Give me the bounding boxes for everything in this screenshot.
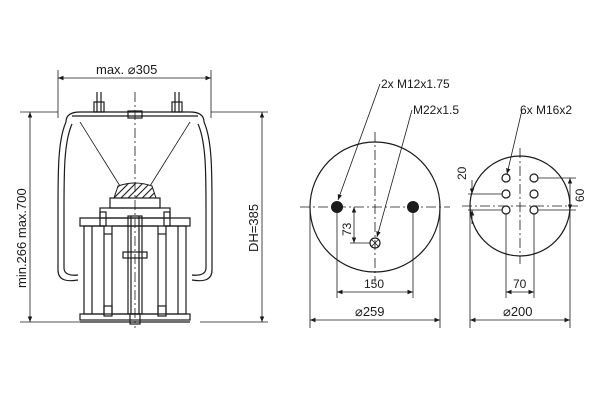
- offset-dimension: 73: [340, 207, 370, 244]
- height-range-label: min.266 max.700: [14, 188, 29, 288]
- spacing-label: 150: [364, 277, 384, 291]
- design-height-label: DH=385: [246, 204, 261, 252]
- top-mounting-plate: [65, 92, 205, 123]
- vertical-spacing-dimension: 20: [455, 166, 502, 224]
- offset-label: 73: [340, 222, 354, 236]
- bottom-plate-view: 6x M16x2 20 60 70 ⌀200: [455, 103, 587, 328]
- height-dimension: 60: [538, 177, 587, 211]
- center-thread-label: M22x1.5: [413, 103, 459, 117]
- bottom-plate-diameter-dimension: ⌀200: [469, 206, 571, 328]
- max-diameter-label: max. ⌀305: [96, 62, 157, 77]
- top-plate-diameter-dimension: ⌀259: [309, 207, 441, 328]
- width-label: 70: [513, 277, 527, 291]
- m12-hole-right: [407, 201, 419, 213]
- width-dimension: 70: [505, 214, 535, 298]
- m12-hole-left: [331, 201, 343, 213]
- top-plate-diameter-label: ⌀259: [355, 304, 385, 319]
- bottom-plate-diameter-label: ⌀200: [503, 304, 533, 319]
- height-label: 60: [573, 188, 587, 202]
- spacing-dimension: 150: [336, 213, 414, 298]
- vertical-spacing-label: 20: [455, 166, 469, 180]
- thread-pair-label: 2x M12x1.75: [381, 77, 450, 91]
- max-diameter-dimension: max. ⌀305: [57, 62, 212, 118]
- design-height-dimension: DH=385: [200, 111, 268, 323]
- air-bellow: [57, 121, 213, 282]
- thread-group-label: 6x M16x2: [520, 103, 572, 117]
- height-range-dimension: min.266 max.700: [14, 111, 80, 323]
- side-view: max. ⌀305 min.266 max.700 DH=385: [14, 62, 268, 328]
- top-plate-view: 2x M12x1.75 M22x1.5 73 150 ⌀259: [300, 77, 459, 328]
